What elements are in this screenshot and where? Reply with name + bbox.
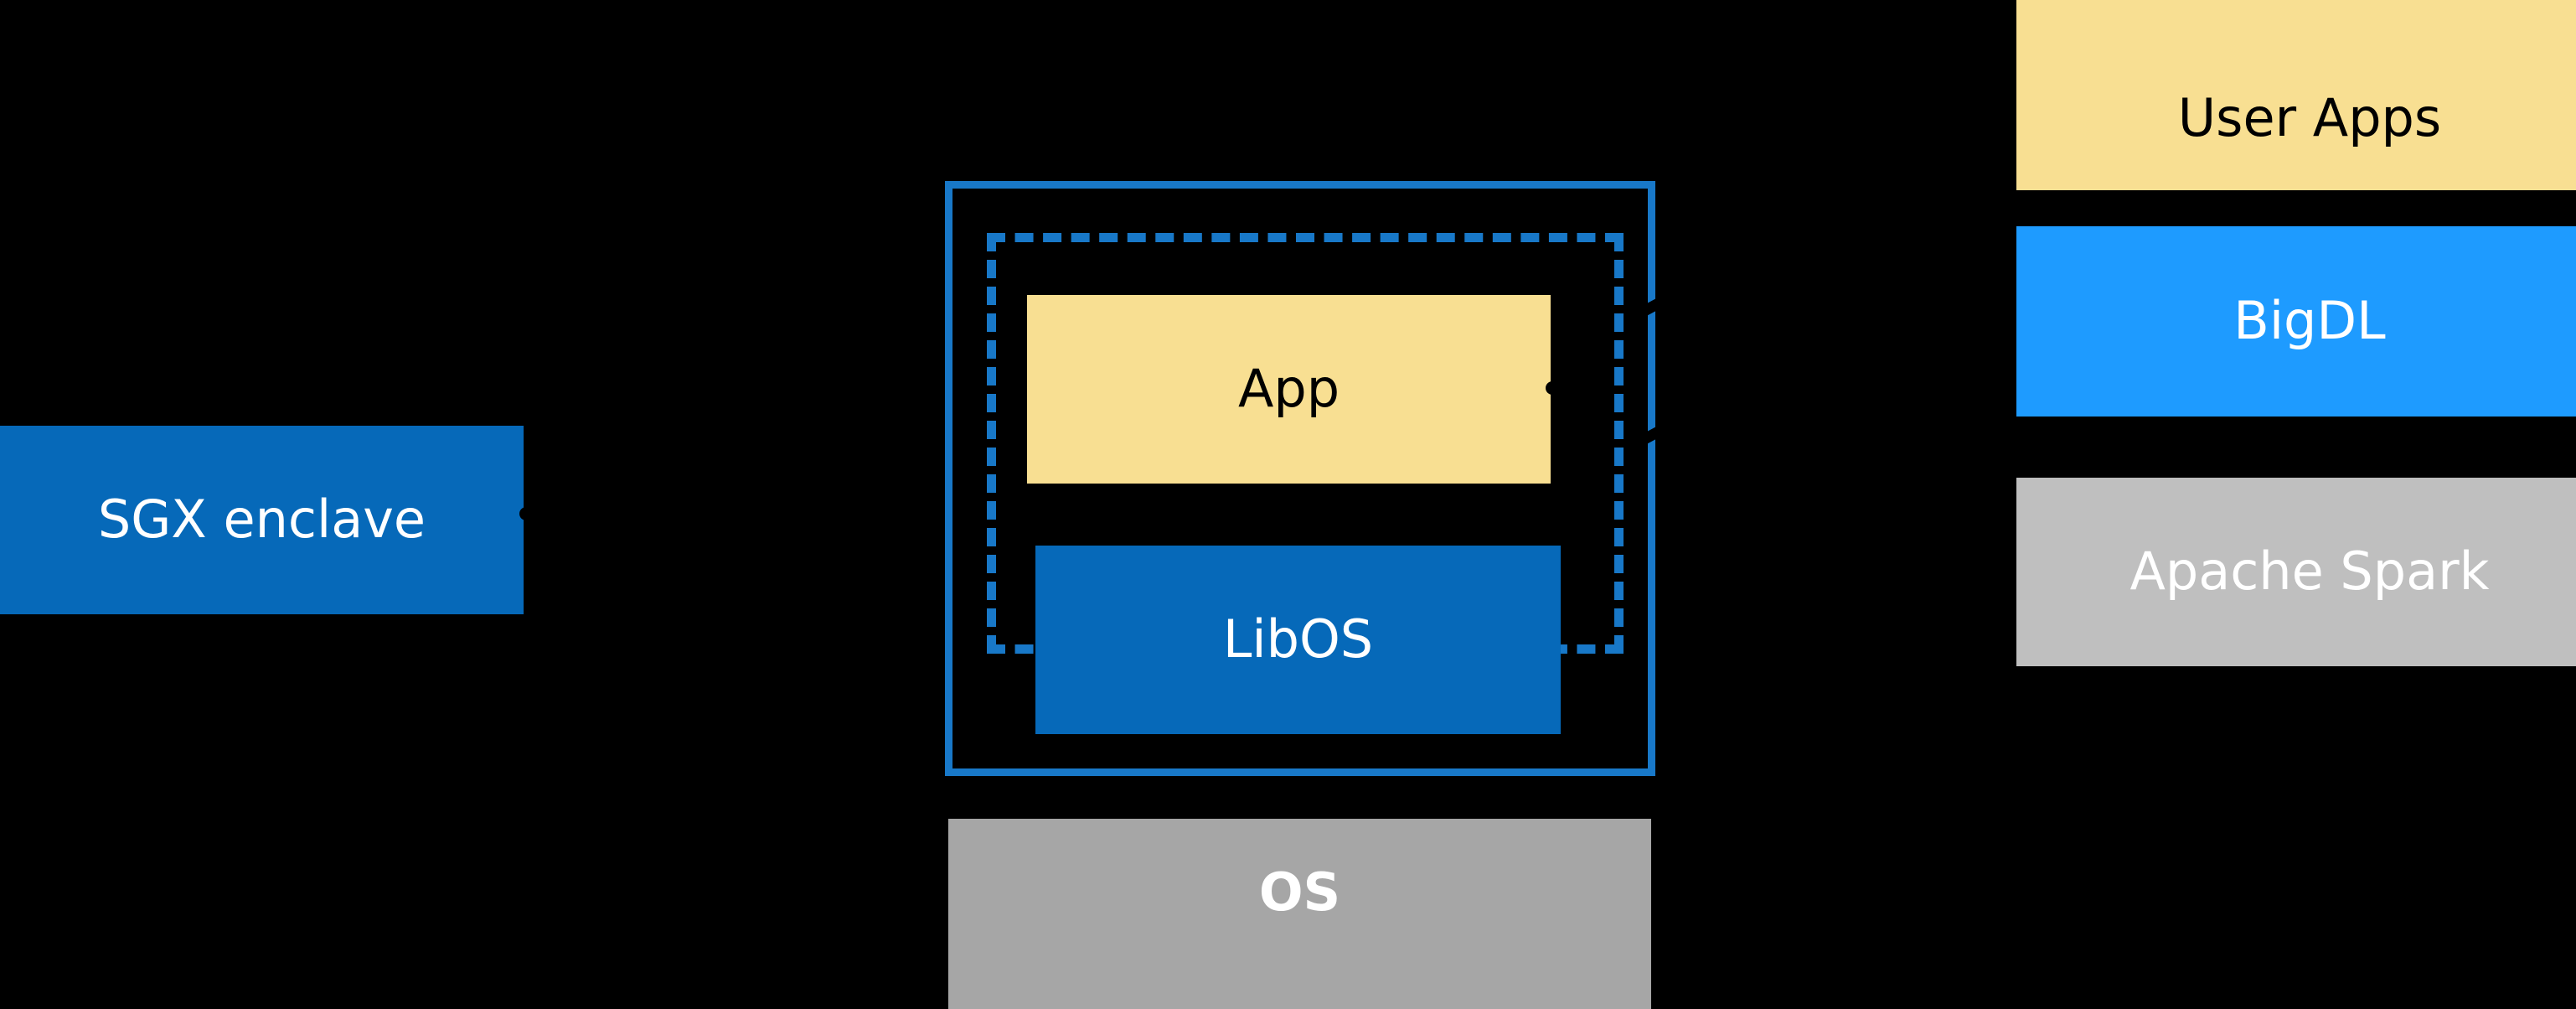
bigdl-label: BigDL — [2233, 290, 2386, 352]
sgx-enclave-box: SGX enclave — [0, 426, 524, 614]
sgx-enclave-label: SGX enclave — [97, 489, 426, 551]
user-apps-label: User Apps — [2177, 86, 2442, 148]
user-apps-box: User Apps — [2016, 0, 2576, 190]
sgx-enclave-leader-dot — [519, 507, 533, 520]
app-box: App — [1027, 295, 1551, 484]
libos-box: LibOS — [1035, 546, 1561, 734]
apache-spark-box: Apache Spark — [2016, 478, 2576, 666]
bigdl-box: BigDL — [2016, 226, 2576, 417]
os-box: OS — [948, 819, 1651, 1009]
app-label: App — [1237, 358, 1340, 420]
apache-spark-label: Apache Spark — [2129, 541, 2490, 603]
libos-label: LibOS — [1222, 608, 1374, 670]
app-leader-dot — [1546, 381, 1559, 395]
os-label: OS — [1258, 862, 1341, 923]
enclave-outer-boundary — [945, 181, 1655, 776]
